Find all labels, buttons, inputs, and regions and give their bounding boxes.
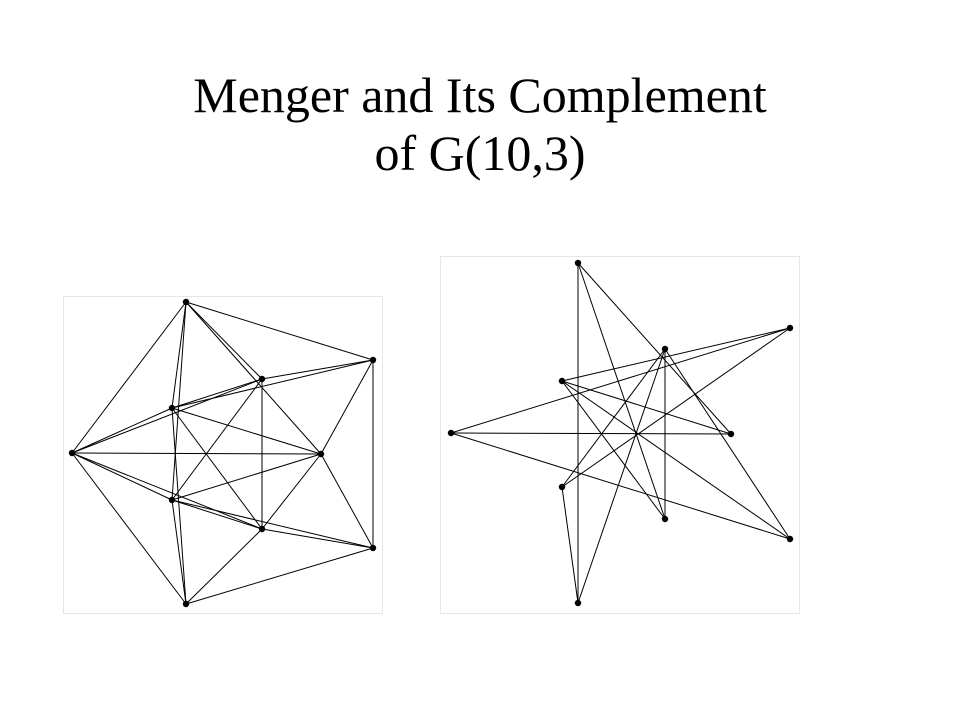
menger-edge [185, 528, 263, 605]
menger-edge [171, 301, 187, 501]
complement-edge [561, 380, 732, 435]
menger-vertex [317, 450, 325, 458]
menger-edge [261, 528, 374, 549]
menger-edge [71, 452, 263, 530]
menger-vertex [168, 404, 176, 412]
menger-edge [71, 378, 263, 454]
complement-edge [577, 348, 666, 604]
menger-vertex [182, 298, 190, 306]
complement-edge [561, 380, 791, 540]
menger-edge [171, 407, 263, 530]
menger-edge [185, 301, 263, 380]
menger-edge [171, 499, 374, 549]
menger-edge [171, 301, 187, 409]
complement-edge [561, 348, 666, 488]
complement-edge [450, 432, 791, 540]
title-line-2: of G(10,3) [374, 125, 586, 181]
menger-edge [171, 407, 322, 455]
complement-vertex [574, 259, 582, 267]
complement-vertex [574, 599, 582, 607]
menger-vertex [369, 356, 377, 364]
complement-vertex [786, 535, 794, 543]
menger-vertex [168, 496, 176, 504]
complement-graph-panel [440, 256, 800, 614]
complement-vertex [558, 377, 566, 385]
complement-vertex [786, 324, 794, 332]
complement-edge [561, 327, 791, 488]
menger-vertex [68, 449, 76, 457]
menger-edge [171, 499, 187, 605]
menger-edge [71, 407, 173, 454]
menger-edge [171, 378, 263, 409]
menger-vertex [369, 544, 377, 552]
menger-edge [185, 301, 322, 455]
slide-title: Menger and Its Complement of G(10,3) [0, 66, 960, 182]
menger-edge [320, 453, 374, 549]
menger-edge [171, 453, 322, 501]
menger-edge [71, 452, 322, 455]
complement-edge [577, 262, 732, 435]
menger-edge [171, 407, 187, 605]
menger-graph [68, 298, 377, 608]
menger-vertex [258, 525, 266, 533]
complement-vertex [661, 345, 669, 353]
complement-edge [577, 262, 666, 520]
menger-edge [171, 359, 374, 409]
menger-edge [71, 301, 187, 454]
complement-edge [561, 327, 791, 382]
complement-edge [664, 348, 791, 540]
menger-edge [261, 453, 322, 530]
menger-edge [171, 499, 263, 530]
complement-graph [447, 259, 794, 607]
complement-vertex [558, 483, 566, 491]
menger-edge [261, 359, 374, 380]
menger-vertex [182, 600, 190, 608]
complement-vertex [447, 429, 455, 437]
menger-vertex [258, 375, 266, 383]
title-line-1: Menger and Its Complement [193, 67, 767, 123]
complement-edge [450, 327, 791, 434]
complement-vertex [727, 430, 735, 438]
menger-edge [185, 547, 374, 605]
menger-edge [320, 359, 374, 455]
menger-edge [185, 301, 374, 361]
menger-edge [171, 378, 263, 501]
menger-edge [71, 452, 187, 605]
complement-vertex [661, 515, 669, 523]
menger-edge [71, 452, 173, 501]
complement-edge [561, 486, 579, 604]
complement-edge [561, 380, 666, 520]
complement-edge [450, 432, 732, 435]
